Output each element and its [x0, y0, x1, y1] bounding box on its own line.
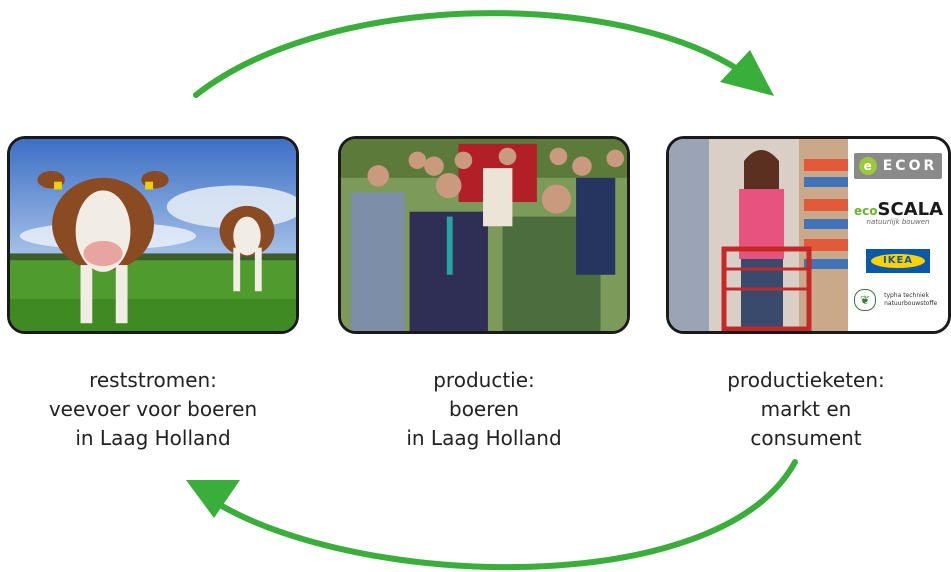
caption-productieketen: productieketen: markt en consument — [727, 368, 885, 450]
caption-reststromen: reststromen: veevoer voor boeren in Laag… — [48, 368, 258, 450]
cows-photo — [7, 136, 299, 334]
ikea-logo: IKEA — [866, 249, 930, 273]
bottom-arrow-arc — [212, 459, 798, 571]
bottom-arrowhead — [186, 480, 240, 518]
top-arrow-arc — [193, 10, 745, 98]
farmers-group-photo — [338, 136, 630, 334]
top-arrowhead — [720, 50, 774, 96]
ecoscala-logo: ecoSCALA natuurlijk bouwen — [854, 199, 944, 226]
leaf-icon: ❦ — [854, 289, 876, 311]
caption-productie: productie: boeren in Laag Holland — [406, 368, 562, 450]
